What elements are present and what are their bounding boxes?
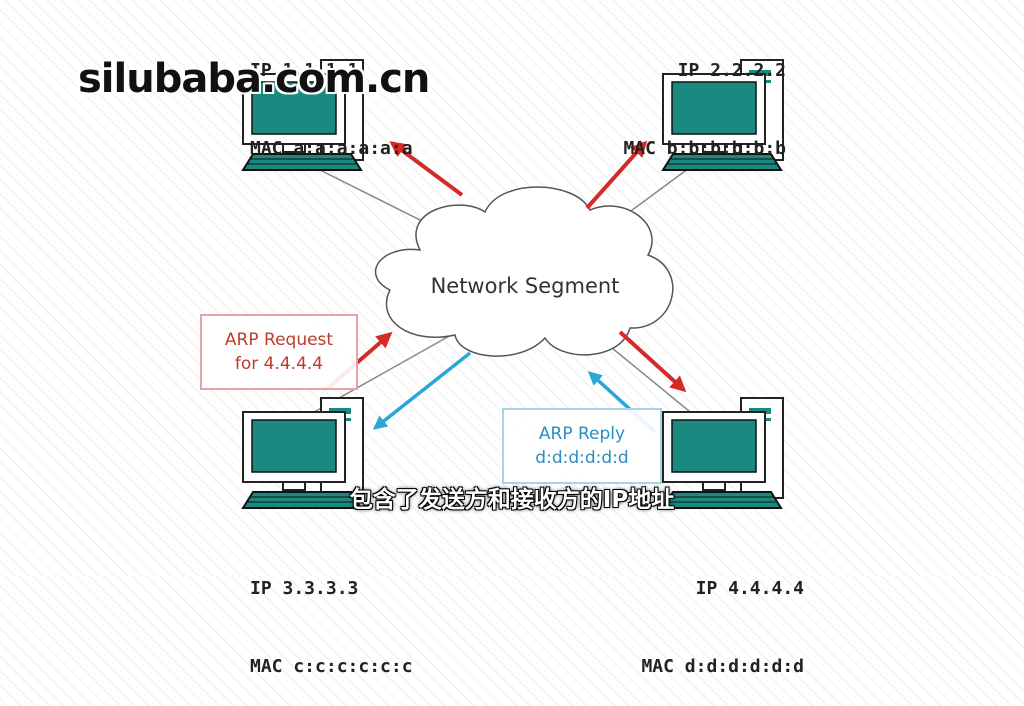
host-3-mac: MAC c:c:c:c:c:c xyxy=(250,656,413,677)
host-4-mac: MAC d:d:d:d:d:d xyxy=(641,656,804,677)
host-1-mac: MAC a:a:a:a:a:a xyxy=(250,138,413,159)
host-2-label: IP 2.2.2.2 MAC b:b:b:b:b:b xyxy=(623,6,786,188)
arp-reply-line2: d:d:d:d:d:d xyxy=(535,448,629,468)
host-1-ip: IP 1.1.1.1 xyxy=(250,60,359,81)
host-2-ip: IP 2.2.2.2 xyxy=(677,60,786,81)
watermark: silubaba.com.cn xyxy=(78,56,430,102)
network-diagram xyxy=(242,59,784,509)
host-3-ip: IP 3.3.3.3 xyxy=(250,578,359,599)
arp-request-box: ARP Request for 4.4.4.4 xyxy=(200,314,358,390)
request-arrow-to-host-1 xyxy=(389,141,464,197)
request-arrow-to-host-2 xyxy=(585,140,648,210)
reply-arrow-to-host-3 xyxy=(372,351,472,430)
host-1-label: IP 1.1.1.1 MAC a:a:a:a:a:a xyxy=(250,6,413,188)
arp-request-line2: for 4.4.4.4 xyxy=(234,354,324,374)
arp-reply-box: ARP Reply d:d:d:d:d:d xyxy=(502,408,662,484)
arp-reply-line1: ARP Reply xyxy=(538,424,626,444)
video-subtitle: 包含了发送方和接收方的IP地址 xyxy=(349,487,675,513)
arp-request-line1: ARP Request xyxy=(224,330,334,350)
host-3-label: IP 3.3.3.3 MAC c:c:c:c:c:c xyxy=(250,524,413,706)
host-4-label: IP 4.4.4.4 MAC d:d:d:d:d:d xyxy=(641,524,804,706)
host-2-mac: MAC b:b:b:b:b:b xyxy=(623,138,786,159)
host-4-ip: IP 4.4.4.4 xyxy=(695,578,804,599)
request-arrow-to-host-4 xyxy=(618,330,687,393)
cloud-label: Network Segment xyxy=(430,274,620,298)
network-cloud xyxy=(374,186,674,357)
